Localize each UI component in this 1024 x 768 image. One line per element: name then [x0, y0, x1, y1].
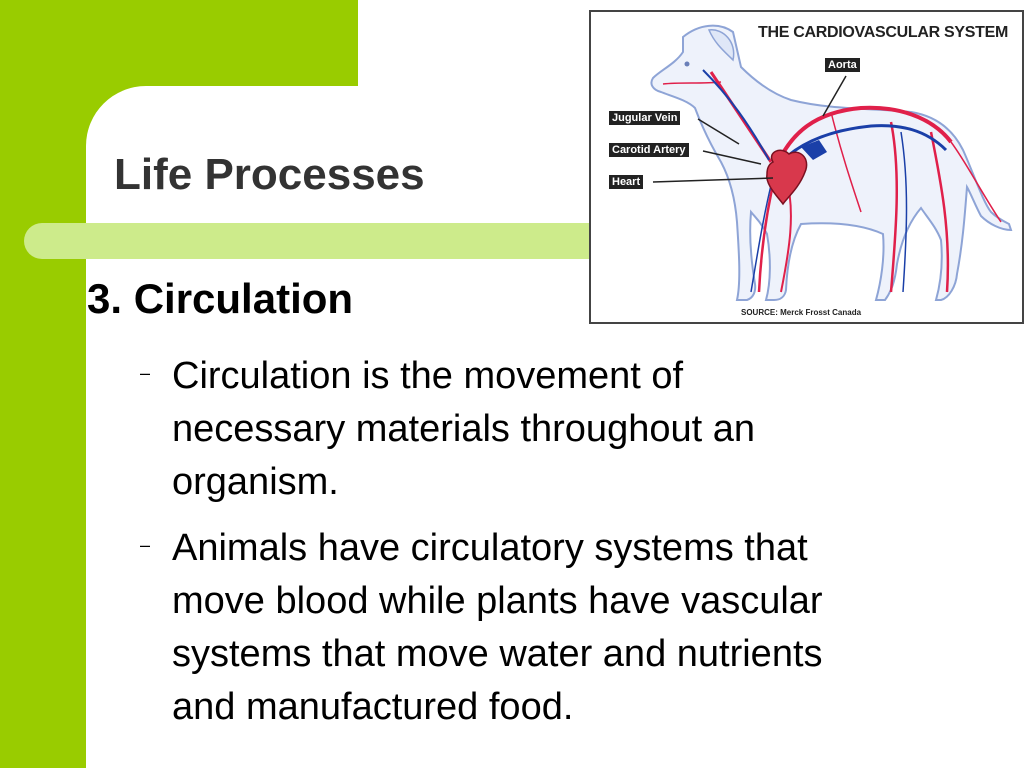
- heart-shape: [766, 149, 808, 206]
- slide-title: Life Processes: [114, 150, 425, 199]
- bullet-item: – Circulation is the movement of necessa…: [140, 350, 972, 509]
- diagram-title: THE CARDIOVASCULAR SYSTEM: [758, 24, 1008, 41]
- bullet-line: Circulation is the movement of: [172, 355, 684, 397]
- bullet-line: necessary materials throughout an: [172, 408, 755, 450]
- label-aorta: Aorta: [825, 58, 860, 72]
- bullet-line: and manufactured food.: [172, 686, 574, 728]
- bullet-line: Animals have circulatory systems that: [172, 527, 808, 569]
- bullet-marker: –: [140, 363, 151, 383]
- bullet-line: organism.: [172, 461, 339, 503]
- dog-illustration: [650, 24, 1013, 301]
- cardiovascular-diagram: THE CARDIOVASCULAR SYSTEM Aorta Jugular …: [589, 10, 1024, 324]
- label-heart: Heart: [609, 175, 644, 189]
- bullet-item: – Animals have circulatory systems that …: [140, 522, 972, 734]
- diagram-source: SOURCE: Merck Frosst Canada: [741, 308, 862, 317]
- bullet-text: Circulation is the movement of necessary…: [172, 350, 972, 509]
- section-heading: 3. Circulation: [87, 275, 354, 322]
- bullet-line: systems that move water and nutrients: [172, 633, 823, 675]
- bullet-text: Animals have circulatory systems that mo…: [172, 522, 972, 734]
- bullet-marker: –: [140, 535, 151, 555]
- label-jugular-vein: Jugular Vein: [609, 111, 681, 125]
- bullet-line: move blood while plants have vascular: [172, 580, 823, 622]
- label-carotid-artery: Carotid Artery: [609, 143, 689, 157]
